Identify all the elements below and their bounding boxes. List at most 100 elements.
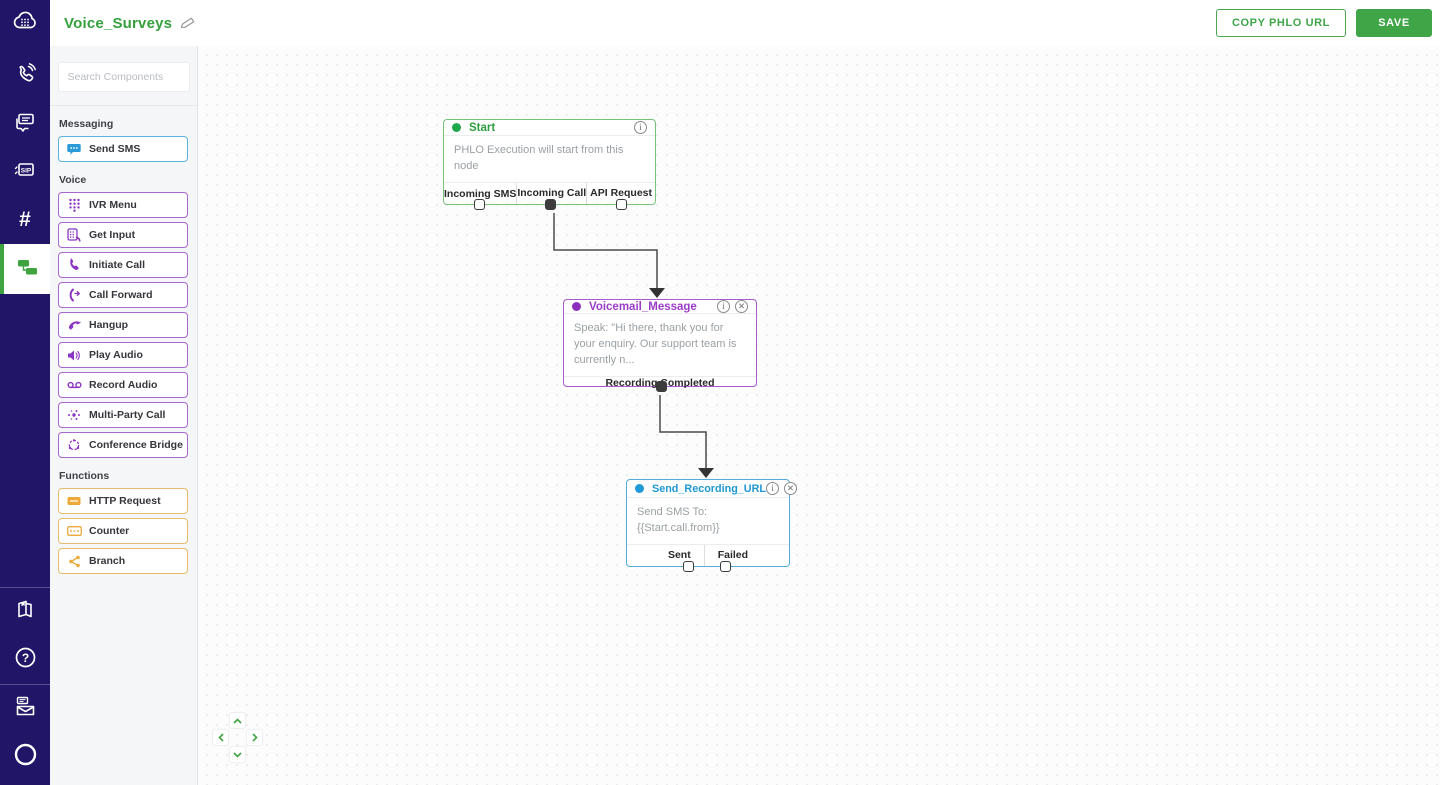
sms-icon [59, 143, 89, 156]
component-label: Send SMS [89, 143, 141, 155]
component-label: IVR Menu [89, 199, 137, 211]
component-hangup[interactable]: Hangup [58, 312, 188, 338]
node-outputs: Incoming SMS Incoming Call API Request [444, 182, 655, 204]
info-icon[interactable]: i [717, 300, 730, 313]
output-incoming-sms[interactable]: Incoming SMS [444, 187, 517, 200]
sidebar-item-sip-trunking[interactable]: SIP [0, 148, 50, 196]
component-initiate-call[interactable]: Initiate Call [58, 252, 188, 278]
pan-up-button[interactable] [229, 712, 246, 729]
port-api-request[interactable] [616, 199, 627, 210]
sidebar-item-docs[interactable] [0, 588, 50, 636]
node-title: Voicemail_Message [589, 300, 697, 313]
phone-waves-icon [12, 61, 38, 92]
conference-icon [59, 438, 89, 452]
copy-phlo-url-button[interactable]: COPY PHLO URL [1215, 9, 1346, 37]
info-icon[interactable]: i [765, 482, 779, 496]
branch-icon [59, 555, 89, 568]
pan-left-button[interactable] [212, 729, 229, 746]
section-label-voice: Voice [59, 174, 87, 186]
node-title: Start [469, 121, 496, 134]
output-failed[interactable]: Failed [703, 545, 761, 566]
phone-forward-icon [59, 288, 89, 302]
component-label: Call Forward [89, 289, 153, 301]
component-http-request[interactable]: HTTP Request [58, 488, 188, 514]
port-recording-completed[interactable] [656, 381, 667, 392]
info-icon[interactable]: i [634, 121, 647, 135]
component-record-audio[interactable]: Record Audio [58, 372, 188, 398]
sidebar-item-messaging[interactable] [0, 100, 50, 148]
sidebar-item-billing[interactable] [0, 685, 50, 733]
phlo-flow-icon [14, 254, 40, 285]
chat-bubbles-icon [12, 109, 38, 140]
node-send-recording-url[interactable]: Send_Recording_URL i ✕ Send SMS To: {{St… [626, 479, 797, 572]
pan-down-button[interactable] [229, 746, 246, 763]
node-status-dot [452, 123, 461, 133]
sidebar-item-voice[interactable] [0, 52, 50, 100]
component-get-input[interactable]: Get Input [58, 222, 188, 248]
book-icon [13, 598, 37, 627]
component-label: Play Audio [89, 349, 143, 361]
close-icon[interactable]: ✕ [735, 300, 748, 313]
sidebar-item-help[interactable]: ? [0, 636, 50, 684]
node-status-dot [572, 302, 581, 311]
component-branch[interactable]: Branch [58, 548, 188, 574]
close-icon[interactable]: ✕ [783, 482, 797, 496]
component-play-audio[interactable]: Play Audio [58, 342, 188, 368]
search-components-input[interactable] [67, 71, 180, 83]
save-button[interactable]: SAVE [1356, 9, 1432, 37]
component-label: Hangup [89, 319, 129, 331]
component-counter[interactable]: Counter [58, 518, 188, 544]
page-title: Voice_Surveys [64, 14, 173, 32]
port-incoming-call[interactable] [545, 199, 556, 210]
divider [0, 587, 50, 588]
component-call-forward[interactable]: Call Forward [58, 282, 188, 308]
canvas-pan-pad [212, 712, 264, 764]
topbar: Voice_Surveys COPY PHLO URL SAVE [50, 0, 1440, 46]
node-title: Send_Recording_URL [652, 482, 766, 495]
speaker-icon [59, 349, 89, 362]
edit-title-icon[interactable] [181, 16, 195, 30]
account-circle-icon [12, 741, 39, 773]
divider [0, 684, 50, 685]
svg-text:SIP: SIP [21, 167, 32, 174]
port-incoming-sms[interactable] [474, 199, 485, 210]
sidebar-item-phone-numbers[interactable]: # [0, 196, 50, 244]
sidebar-item-phlo-active[interactable] [0, 244, 50, 294]
svg-text:?: ? [21, 651, 28, 665]
port-failed[interactable] [720, 561, 731, 572]
component-conference-bridge[interactable]: Conference Bridge [58, 432, 188, 458]
sidebar-item-account[interactable] [0, 733, 50, 781]
node-voicemail-message[interactable]: Voicemail_Message i ✕ Speak: "Hi there, … [563, 299, 757, 392]
component-label: Branch [89, 555, 126, 567]
component-label: Record Audio [89, 379, 158, 391]
component-send-sms[interactable]: Send SMS [58, 136, 188, 162]
output-api-request[interactable]: API Request [586, 183, 655, 204]
node-header: Voicemail_Message i ✕ [564, 300, 756, 314]
phlo-canvas[interactable]: Start i PHLO Execution will start from t… [198, 46, 1440, 785]
http-card-icon [59, 496, 89, 506]
plivo-logo-icon[interactable] [0, 0, 50, 44]
port-sent[interactable] [683, 561, 694, 572]
billing-envelope-icon [13, 694, 38, 724]
component-palette: Messaging Send SMS Voice IVR Menu [50, 46, 198, 785]
node-description: Speak: "Hi there, thank you for your enq… [574, 322, 737, 366]
dialpad-icon [59, 198, 89, 212]
connection-wires [553, 213, 714, 478]
component-multi-party-call[interactable]: Multi-Party Call [58, 402, 188, 428]
phone-hangup-icon [59, 318, 89, 332]
node-start[interactable]: Start i PHLO Execution will start from t… [443, 119, 656, 210]
output-incoming-call[interactable]: Incoming Call [516, 183, 586, 204]
phone-icon [59, 258, 89, 272]
nav-rail: SIP # [0, 0, 50, 785]
sip-trunk-icon: SIP [12, 157, 38, 188]
component-label: Initiate Call [89, 259, 146, 271]
section-label-messaging: Messaging [59, 118, 114, 130]
divider [50, 105, 197, 106]
counter-icon [59, 526, 89, 536]
search-components-box [57, 62, 190, 92]
node-header: Send_Recording_URL i ✕ [627, 480, 797, 499]
pan-right-button[interactable] [246, 729, 263, 746]
output-sent[interactable]: Sent [667, 549, 691, 561]
component-ivr-menu[interactable]: IVR Menu [58, 192, 188, 218]
